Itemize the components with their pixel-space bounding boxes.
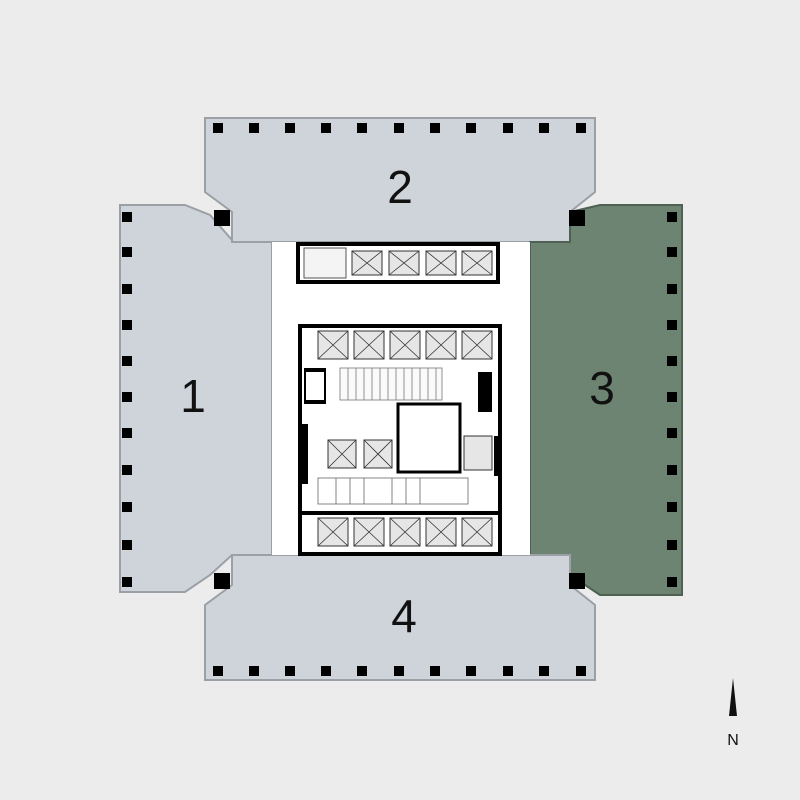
zone-3-label: 3 — [589, 362, 615, 414]
restrooms — [317, 477, 469, 505]
shaft — [396, 402, 462, 474]
north-label: N — [727, 732, 739, 749]
elevator-bank-north — [296, 242, 500, 284]
zone-2-label: 2 — [387, 161, 413, 213]
north-arrow-icon — [729, 678, 737, 716]
zone-1-label: 1 — [180, 370, 206, 422]
zone-4[interactable]: 4 — [204, 554, 596, 681]
perimeter-columns — [122, 123, 677, 676]
zone-3[interactable]: 3 — [529, 204, 683, 596]
north-arrow: N — [727, 678, 739, 749]
zone-2[interactable]: 2 — [204, 117, 596, 243]
zone-1[interactable]: 1 — [119, 204, 273, 593]
zone-4-label: 4 — [391, 590, 417, 642]
building-core — [272, 242, 530, 556]
stair — [339, 367, 443, 401]
zone-4-area[interactable] — [204, 554, 596, 681]
core-main — [298, 324, 502, 556]
